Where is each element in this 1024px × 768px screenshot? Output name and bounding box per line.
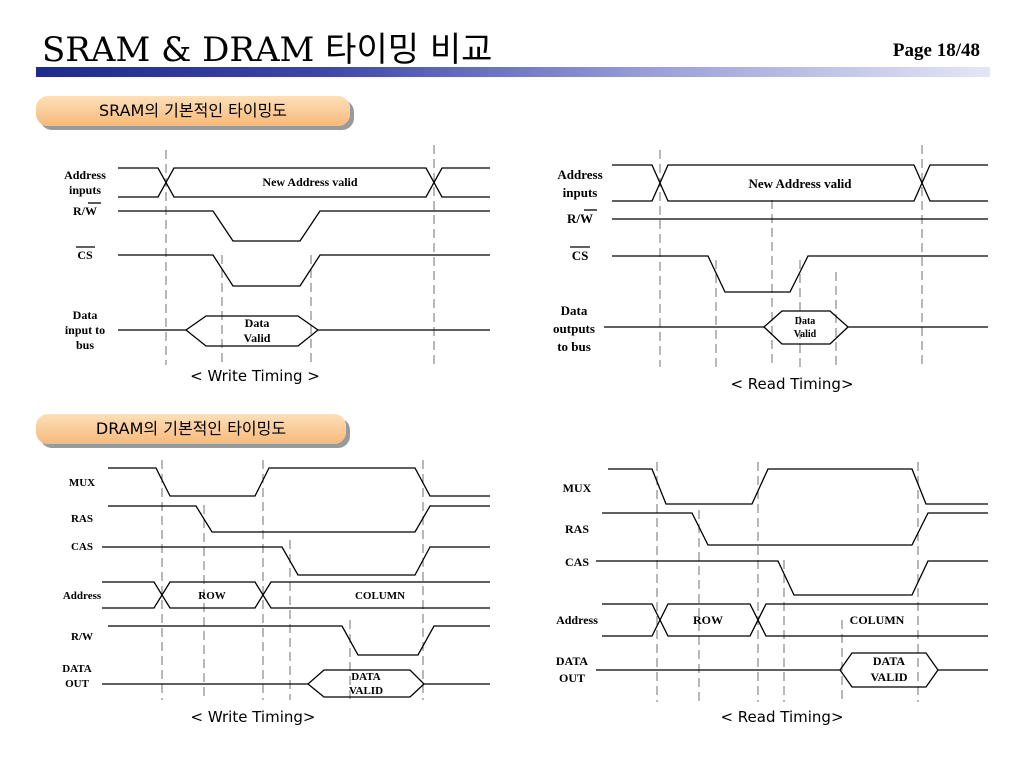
dram-write-mux-waveform (108, 467, 490, 497)
signal-label-inputs: inputs (563, 185, 598, 200)
dram-write-ras-waveform (108, 505, 490, 533)
signal-label-data: to bus (557, 339, 591, 354)
page-number: Page 18/48 (892, 40, 980, 61)
signal-label-data-out: OUT (65, 678, 90, 690)
signal-label-data: Data (73, 308, 98, 322)
caption-dram-write: < Write Timing> (191, 708, 316, 726)
signal-label-cs: CS (77, 248, 93, 262)
signal-label-address: Address (556, 613, 598, 627)
signal-label-data: bus (76, 338, 94, 352)
signal-label-cas: CAS (565, 555, 589, 569)
signal-label-data-out: DATA (556, 654, 589, 668)
sram-write-rw-waveform (118, 210, 490, 242)
signal-label-inputs: inputs (69, 183, 101, 197)
data-valid-label: Valid (244, 331, 271, 345)
dram-write-rw-waveform (108, 625, 490, 656)
signal-label-mux: MUX (563, 481, 592, 495)
dram-read-mux-waveform (608, 468, 988, 505)
sram-read-data-waveform (604, 310, 988, 345)
data-valid-label: Data (245, 316, 270, 330)
signal-label-data-out: OUT (559, 671, 585, 685)
dram-write-address-waveform (102, 581, 490, 609)
sram-write-data-waveform (118, 315, 490, 347)
signal-label-data: outputs (553, 321, 595, 336)
dram-write-timing-diagram: MUX RAS CAS Address R/W DATA OUT ROW COL… (62, 460, 490, 726)
signal-label-address: Address (64, 168, 106, 182)
address-valid-label: New Address valid (262, 175, 357, 189)
sram-write-timing-diagram: Address inputs R/W CS Data input to bus … (64, 145, 490, 385)
section-tab-sram: SRAM의 기본적인 타이밍도 (36, 96, 350, 126)
signal-label-ras: RAS (71, 513, 93, 525)
column-label: COLUMN (355, 590, 405, 602)
data-valid-label: DATA (873, 654, 906, 668)
signal-label-rw: R/W (567, 211, 593, 226)
signal-label-data-out: DATA (62, 663, 92, 675)
data-valid-label: VALID (870, 670, 907, 684)
sram-read-timing-diagram: Address inputs R/W CS Data outputs to bu… (553, 145, 988, 393)
column-label: COLUMN (850, 613, 905, 627)
caption-dram-read: < Read Timing> (720, 708, 843, 726)
sram-read-cs-waveform (612, 255, 988, 293)
dram-read-ras-waveform (602, 512, 988, 546)
section-tab-dram: DRAM의 기본적인 타이밍도 (36, 414, 346, 444)
row-label: ROW (198, 590, 226, 602)
data-valid-label: Data (795, 316, 816, 327)
sram-read-address-waveform (612, 164, 988, 202)
sram-write-cs-waveform (118, 254, 490, 287)
dram-read-timing-diagram: MUX RAS CAS Address DATA OUT ROW COLUMN … (556, 462, 988, 726)
dram-read-cas-waveform (596, 560, 988, 596)
address-valid-label: New Address valid (748, 176, 852, 191)
dram-read-address-waveform (602, 603, 988, 637)
caption-sram-write: < Write Timing > (190, 367, 320, 385)
signal-label-rw: R/W (73, 204, 97, 218)
sram-write-address-waveform (118, 167, 490, 198)
signal-label-address: Address (557, 167, 602, 182)
dram-write-vertical-markers (161, 460, 424, 700)
caption-sram-read: < Read Timing> (730, 375, 853, 393)
data-valid-label: VALID (349, 685, 383, 697)
signal-label-data: input to (65, 323, 105, 337)
title-underline-bar (36, 67, 990, 77)
signal-label-cas: CAS (71, 541, 93, 553)
signal-label-mux: MUX (69, 477, 95, 489)
row-label: ROW (693, 613, 723, 627)
signal-label-ras: RAS (565, 522, 589, 536)
signal-label-data: Data (561, 303, 588, 318)
dram-read-data-waveform (596, 652, 988, 688)
signal-label-cs: CS (572, 248, 589, 263)
data-valid-label: DATA (351, 671, 381, 683)
signal-label-rw: R/W (71, 631, 93, 643)
page-title: SRAM & DRAM 타이밍 비교 (42, 30, 493, 70)
signal-label-address: Address (63, 590, 102, 602)
dram-write-cas-waveform (102, 546, 490, 576)
data-valid-label: Valid (794, 329, 817, 340)
dram-write-data-waveform (102, 669, 490, 698)
